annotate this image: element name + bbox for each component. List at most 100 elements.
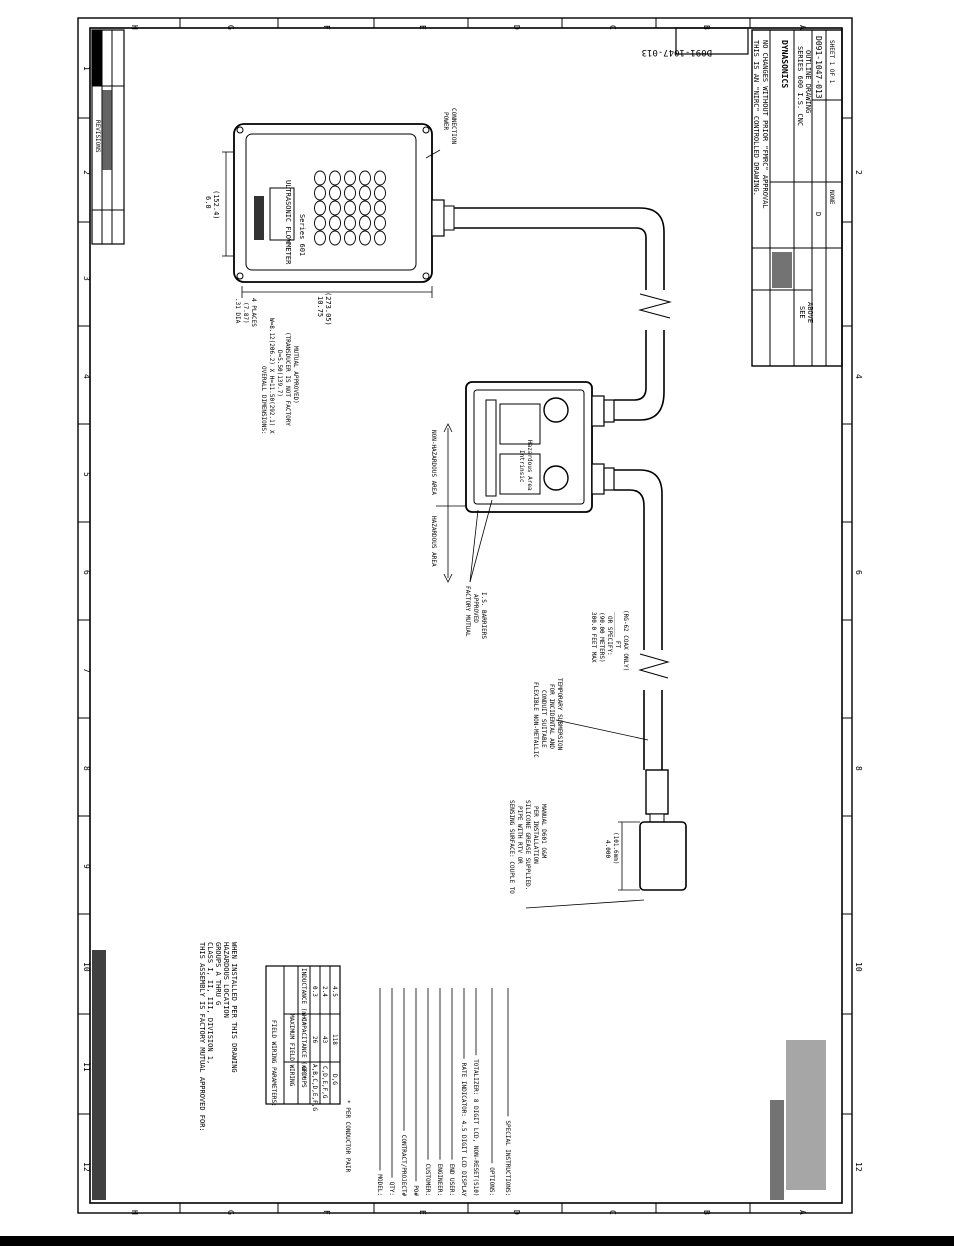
power-label-2: CONNECTION [450,108,457,145]
title-line-2: OUTLINE DRAWING [804,50,812,113]
transducer-conduit [614,469,670,770]
approval-3: GROUPS A THRU G [214,942,222,1005]
inner-border [89,27,843,1204]
non-haz-label: NON-HAZARDOUS AREA [430,430,437,495]
barriers-2: APPROVED [472,594,479,623]
keypad-key [359,185,371,201]
cable-4: _______ FT [614,612,621,649]
keypad-key [374,215,386,231]
keypad-key [344,215,356,231]
zone-lr-8: 8 [82,766,91,771]
general-notes [92,950,826,1200]
meter-label-2: Series 601 [298,214,306,256]
zone-lr-11: 11 [82,1062,91,1072]
form-field-label: TOTALIZER: 8 DIGIT LCD, NON-RESET(S10) [472,1059,479,1196]
order-form: MODEL:QTY:CONTRACT/PROJECT#PO#CUSTOMER:E… [376,988,511,1197]
keypad-key [329,200,341,216]
keypad-key [314,170,326,186]
zone-tb-c: C [608,25,617,30]
table-header-1: CAPACITANCE (nF)* [300,1018,307,1080]
enclosure-gland [431,199,455,237]
cable-3: OR SPECIFY: [606,616,613,656]
table-subtitle: MAXIMUM FIELD WIRING [288,1014,295,1087]
couple-3: SILICONE GREASE SUPPLIED. [524,800,531,890]
form-field-label: MODEL: [376,1174,383,1196]
zone-lr-4: 4 [82,374,91,379]
outer-border [77,17,853,1214]
keypad-key [329,185,341,201]
keypad-key [344,170,356,186]
overall-4: (TRANSDUCER IS NOT FACTORY [284,332,291,426]
dim-height-1: 6.0 [204,196,212,209]
zone-lr-9: 9 [82,864,91,869]
conduit-2: CONDUIT SUITABLE [540,690,547,748]
form-field-label: CONTRACT/PROJECT# [400,1135,407,1197]
zone-lr-3: 3 [82,276,91,281]
zone-tb-f-bottom: F [322,1210,331,1215]
dim-holes-1: .31 DIA [234,298,241,324]
sheet-value: SHEET 1 OF 1 [828,40,835,84]
keypad-key [344,185,356,201]
keypad-key [329,215,341,231]
zone-tb-a-bottom: A [798,1210,807,1215]
zone-tb-g-bottom: G [226,1210,235,1215]
conduit-4: TEMPORARY SUBMERSION [556,678,563,751]
keypad-key [314,185,326,201]
zone-tb-d: D [512,25,521,30]
table-cell-0-2: 0.3 [311,986,318,997]
conduit-3: FOR INCIDENTAL AND [548,684,555,749]
zone-lr-12: 12 [82,1162,91,1172]
table-cell-0-1: 26 [311,1036,318,1044]
power-conduit [454,207,672,421]
control-notice-1: THIS IS AN "NIRC" CONTROLLED DRAWING. [752,40,760,196]
box-label-1: Hazardous Area [526,440,533,491]
couple-2: PIPE WITH RTV OR [516,806,523,864]
table-cell-1-1: 43 [321,1036,328,1044]
dim-holes-2: (7.87) [242,302,249,324]
couple-4: PER INSTALLATION [532,806,539,864]
leader-lines [425,149,649,909]
revisions-title: REVISIONS [94,120,101,153]
form-field-label: ENGINEER: [436,1164,443,1197]
keypad-key [359,215,371,231]
dim-height-2: (152.4) [212,190,220,220]
zone-tb-f: F [322,25,331,30]
table-cell-2-2: 4.5 [331,986,338,997]
company-logo-text: DYNASONICS [780,40,789,88]
zone-lr-8-right: 8 [854,766,863,771]
zone-lr-4-right: 4 [854,374,863,379]
meter-logo [254,196,264,240]
table-footnote: * PER CONDUCTOR PAIR [344,1100,351,1173]
overall-2: W=8.12(206.2) X H=11.50(292.1) X [268,318,275,434]
cable-1: 300.0 FEET MAX [590,612,597,663]
zone-tb-h-bottom: H [130,1210,139,1215]
keypad-key [314,230,326,246]
keypad-key [374,200,386,216]
zone-tb-c-bottom: C [608,1210,617,1215]
zone-lr-5: 5 [82,472,91,477]
overall-5: MUTUAL APPROVED) [292,346,299,404]
drawing-number-box: D091-1047-013 [642,27,749,57]
zone-lr-7: 7 [82,668,91,673]
zone-lr-12-right: 12 [854,1162,863,1172]
zone-lr-6-right: 6 [854,570,863,575]
junction-glands [591,395,615,495]
title-line-1: SERIES 600 I.S. CNC [796,46,804,126]
flowmeter-enclosure: ULTRASONIC FLOWMETER Series 601 [233,123,433,283]
zone-lr-10: 10 [82,962,91,972]
dim-transducer-1: 4.000 [604,840,611,858]
lcd-window [269,187,295,241]
keypad-key [344,200,356,216]
barriers-3: I.S. BARRIERS [480,592,487,639]
dim-holes-3: 4 PLACES [250,298,257,327]
form-field-label: RATE INDICATOR: 4.5 DIGIT LCD DISPLAY [460,1063,467,1197]
keypad-key [374,170,386,186]
approval-2: CLASS I, II, III, DIVISION 1, [206,942,214,1064]
approval-5: WHEN INSTALLED PER THIS DRAWING [230,942,238,1073]
see-above-2: ABOVE [806,302,814,323]
drawing-number-top: D091-1047-013 [642,47,712,57]
transducer [639,769,687,891]
keypad [314,170,386,246]
keypad-key [359,200,371,216]
